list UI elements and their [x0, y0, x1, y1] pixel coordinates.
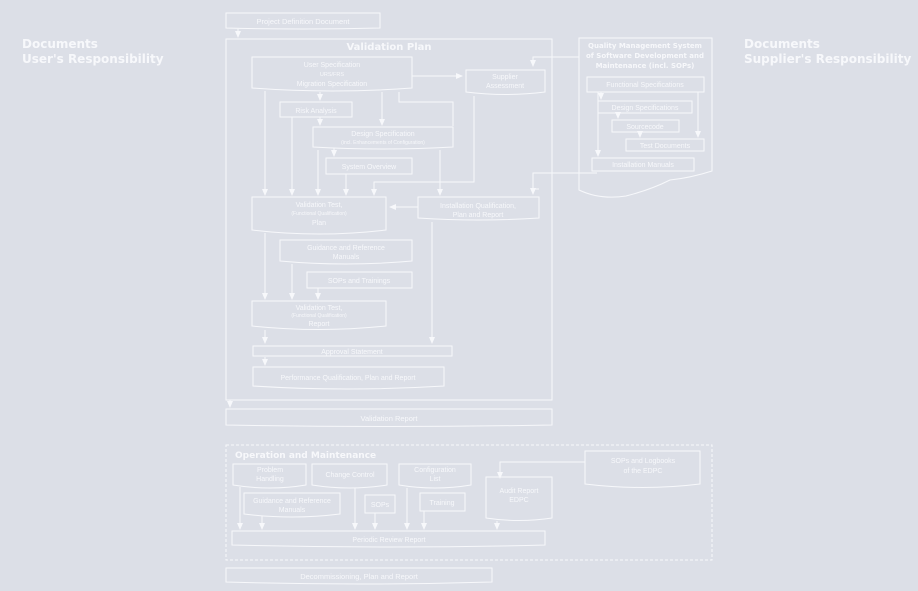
validation-test-plan-line1: Validation Test,	[296, 202, 343, 209]
validation-report-box	[225, 408, 553, 427]
arrow	[371, 96, 475, 196]
test-documents-box	[625, 138, 705, 152]
sops-box	[364, 494, 396, 514]
arrow	[497, 461, 585, 479]
suppliers-heading-line2: Supplier's Responsibility	[744, 52, 912, 66]
periodic-review-box	[231, 530, 546, 548]
approval-statement-label: Approval Statement	[321, 349, 383, 356]
installation-manuals-label: Installation Manuals	[612, 162, 674, 169]
training-label: Training	[429, 500, 454, 507]
risk-analysis-label: Risk Analysis	[295, 108, 337, 115]
audit-report-line2: EDPC	[509, 497, 528, 504]
configuration-list-box	[398, 463, 472, 489]
sops-label: SOPs	[371, 502, 390, 509]
sourcecode-label: Sourcecode	[626, 124, 663, 131]
arrow	[530, 56, 579, 67]
guidance-line2: Manuals	[333, 254, 360, 261]
op-guidance-line2: Manuals	[279, 507, 306, 514]
change-control-box	[311, 463, 388, 489]
design-spec-line2: (incl. Enhancements of Configuration)	[341, 140, 425, 146]
pq-label: Performance Qualification, Plan and Repo…	[280, 375, 415, 382]
operation-container	[225, 444, 713, 561]
training-box	[419, 492, 466, 512]
iq-plan-box	[417, 196, 540, 221]
change-control-label: Change Control	[325, 472, 374, 479]
qms-container	[578, 37, 713, 198]
system-overview-box	[325, 157, 413, 175]
installation-manuals-box	[591, 157, 695, 172]
audit-report-line1: Audit Report	[500, 488, 539, 495]
user-spec-line1: User Specification	[304, 62, 361, 69]
user-spec-box	[251, 56, 413, 92]
audit-report-box	[485, 476, 553, 521]
sops-logbooks-line1: SOPs and Logbooks	[611, 458, 676, 465]
suppliers-heading-line1: Documents	[744, 37, 820, 51]
users-responsibility-heading: Documents User's Responsibility	[22, 37, 164, 67]
design-spec-line1: Design Specification	[351, 131, 415, 138]
validation-plan-title: Validation Plan	[346, 42, 431, 53]
op-guidance-line1: Guidance and Reference	[253, 498, 331, 505]
suppliers-responsibility-heading: Documents Supplier's Responsibility	[744, 37, 911, 67]
validation-test-report-line1: Validation Test,	[296, 305, 343, 312]
configuration-list-line1: Configuration	[414, 467, 456, 474]
project-definition-box	[225, 12, 381, 30]
sops-trainings-box	[306, 271, 413, 289]
guidance-manuals-box	[279, 239, 413, 265]
problem-handling-line2: Handling	[256, 476, 284, 483]
line	[398, 92, 454, 126]
system-overview-label: System Overview	[342, 164, 397, 171]
validation-test-plan-line2: (Functional Qualification)	[291, 211, 347, 217]
validation-test-report-line3: Report	[308, 321, 329, 328]
design-specs-label: Design Specifications	[612, 105, 679, 112]
validation-test-plan-box	[251, 196, 387, 235]
approval-statement-box	[252, 345, 453, 357]
users-heading-line2: User's Responsibility	[22, 52, 164, 66]
qms-title-line2: of Software Development and	[586, 52, 704, 60]
pq-box	[252, 366, 445, 390]
iq-plan-line1: Installation Qualification,	[440, 203, 516, 210]
validation-test-report-box	[251, 300, 387, 330]
line	[532, 172, 597, 190]
qms-title-line3: Maintenance (incl. SOPs)	[596, 62, 695, 70]
validation-test-plan-line3: Plan	[312, 220, 326, 227]
project-definition-label: Project Definition Document	[257, 17, 351, 26]
iq-plan-line2: Plan and Report	[453, 212, 504, 219]
validation-report-label: Validation Report	[361, 414, 419, 423]
periodic-review-label: Periodic Review Report	[352, 537, 425, 544]
functional-specs-box	[586, 76, 705, 93]
risk-analysis-box	[279, 101, 353, 118]
validation-test-report-line2: (Functional Qualification)	[291, 313, 347, 319]
user-spec-line2: URS/FRS	[320, 72, 344, 78]
op-guidance-manuals-box	[243, 492, 341, 518]
decommissioning-box	[225, 567, 493, 585]
supplier-assessment-box	[465, 69, 546, 95]
problem-handling-box	[232, 463, 307, 489]
sourcecode-box	[611, 119, 680, 133]
supplier-assessment-line1: Supplier	[492, 74, 518, 81]
configuration-list-line2: List	[430, 476, 441, 483]
decommissioning-label: Decommissioning, Plan and Report	[300, 572, 418, 581]
validation-plan-container	[225, 38, 553, 401]
guidance-line1: Guidance and Reference	[307, 245, 385, 252]
sops-logbooks-line2: of the EDPC	[624, 468, 663, 475]
sops-trainings-label: SOPs and Trainings	[328, 278, 391, 285]
problem-handling-line1: Problem	[257, 467, 283, 474]
user-spec-line3: Migration Specification	[297, 81, 368, 88]
sops-logbooks-box	[584, 450, 701, 488]
design-spec-box	[312, 126, 454, 150]
functional-specs-label: Functional Specifications	[606, 82, 684, 89]
test-documents-label: Test Documents	[640, 143, 691, 150]
qms-title-line1: Quality Management System	[588, 42, 702, 50]
operation-title: Operation and Maintenance	[235, 451, 376, 461]
supplier-assessment-line2: Assessment	[486, 83, 524, 90]
users-heading-line1: Documents	[22, 37, 98, 51]
